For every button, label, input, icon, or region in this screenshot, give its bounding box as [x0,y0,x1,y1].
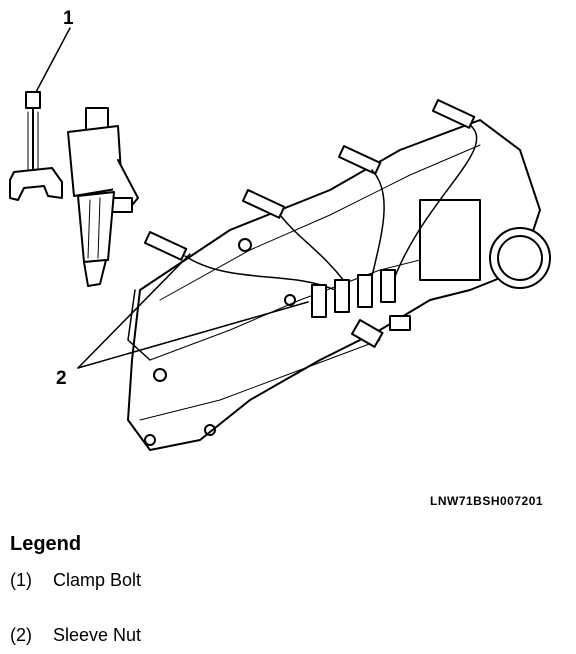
leader-lines [35,27,309,369]
fuel-injection-diagram [9,27,551,451]
legend-item-text: Sleeve Nut [53,625,142,645]
engine-block-drawing [127,98,551,451]
legend-item-number: (1) [10,570,32,590]
callout-2: 2 [56,368,67,389]
injector-drawing [67,107,139,287]
legend-title: Legend [10,533,82,555]
legend-item: (1) Clamp Bolt [10,570,141,591]
clamp-bolt-drawing [9,91,63,201]
legend-item-number: (2) [10,625,32,645]
figure-code: LNW71BSH007201 [430,494,544,508]
legend-item-text: Clamp Bolt [53,570,142,590]
callout-1: 1 [63,8,74,29]
legend-item: (2) Sleeve Nut [10,625,141,646]
